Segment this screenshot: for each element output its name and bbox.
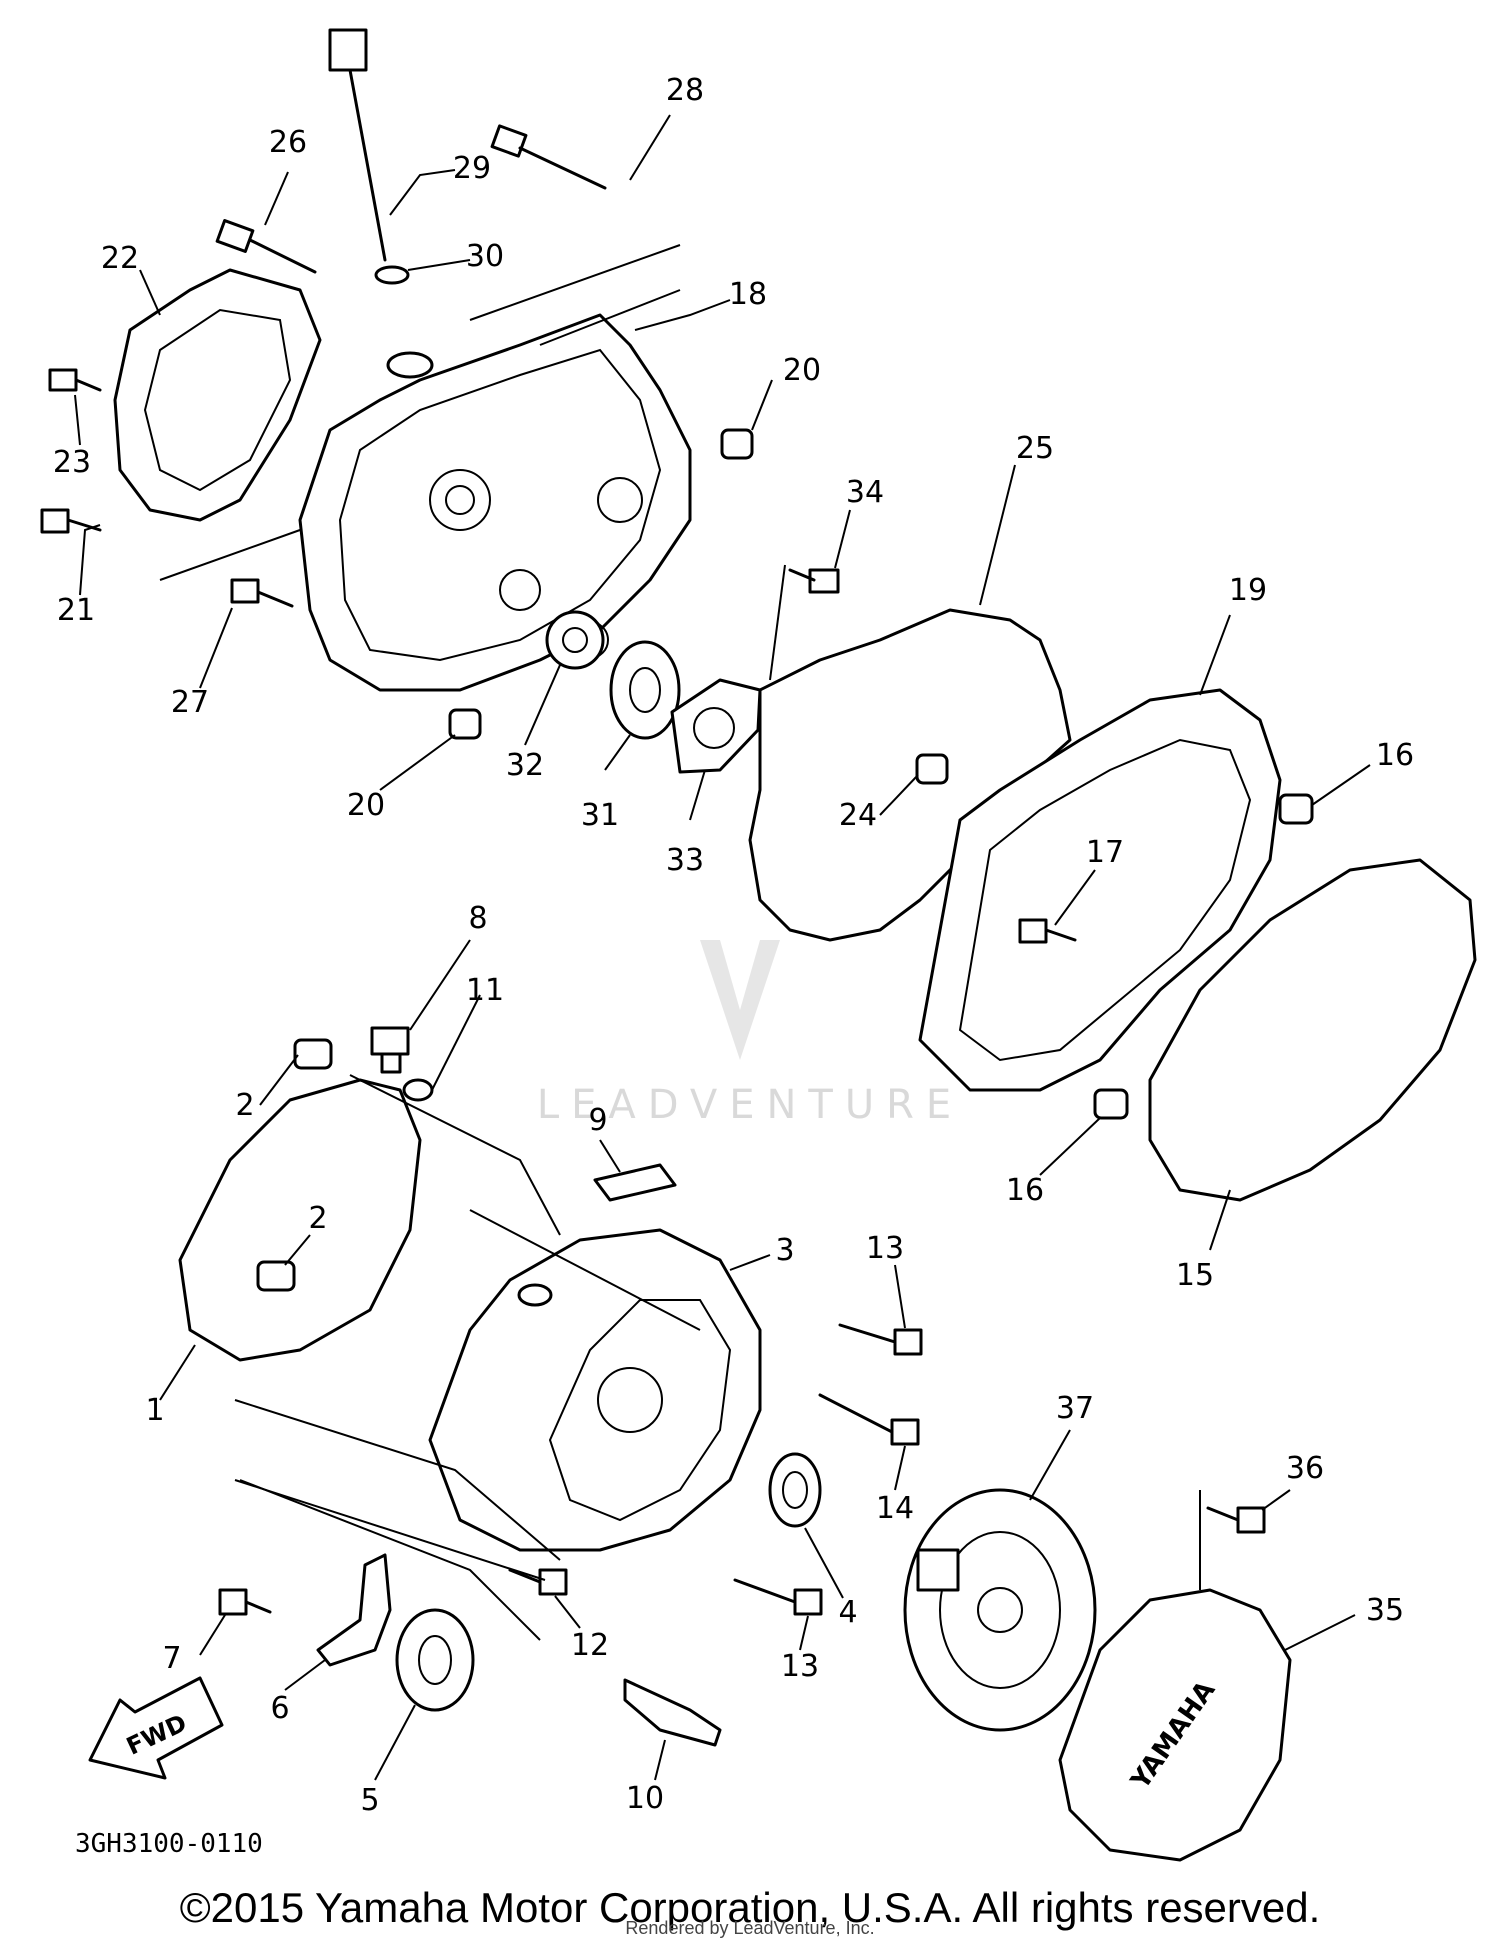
- label-9: [593, 1163, 677, 1202]
- dowel-pin-16-lower: [1093, 1088, 1129, 1120]
- label-5: 5: [360, 1783, 379, 1818]
- bolt-7: [218, 1588, 272, 1616]
- crankcase-19-inner: [958, 738, 1252, 1062]
- label-10: 10: [626, 1781, 664, 1816]
- watermark-text: LEADVENTURE: [537, 1082, 963, 1128]
- gasket-15: [1148, 858, 1477, 1202]
- label-27: 27: [171, 685, 209, 720]
- label-21: 21: [57, 593, 95, 628]
- plug-8: [370, 1026, 410, 1074]
- dowel-pin-20-lower: [448, 708, 482, 740]
- label-12: 12: [571, 1628, 609, 1663]
- part-number-labels: 26 28 29 30 18 20 22 23 21 27 20 32 31 3…: [53, 73, 1414, 1818]
- bolt-13-upper: [838, 1323, 923, 1356]
- label-34: 34: [846, 475, 884, 510]
- label-30: 30: [466, 239, 504, 274]
- dowel-pin-24: [915, 753, 949, 785]
- bolt-26: [215, 219, 317, 274]
- leader-lines: [74, 114, 1371, 1781]
- crankcase-cover-18: [298, 313, 692, 692]
- label-28: 28: [666, 73, 704, 108]
- crankcase-19: [918, 688, 1282, 1092]
- seal-32: [545, 610, 605, 670]
- label-36: 36: [1286, 1451, 1324, 1486]
- label-2-lower: 2: [308, 1201, 327, 1236]
- washer-30: [374, 265, 410, 285]
- gasket-1: [178, 1078, 422, 1362]
- copyright-notice: ©2015 Yamaha Motor Corporation, U.S.A. A…: [179, 1884, 1321, 1931]
- label-3: 3: [775, 1233, 794, 1268]
- oil-seal-4: [768, 1452, 822, 1528]
- bolt-17: [1018, 918, 1077, 944]
- bearing-31: [609, 640, 681, 740]
- bolt-12: [508, 1568, 568, 1596]
- label-32: 32: [506, 748, 544, 783]
- bolt-27: [230, 578, 294, 608]
- bracket-10: [623, 1678, 722, 1747]
- bearing-5: [395, 1608, 475, 1712]
- label-29: 29: [453, 151, 491, 186]
- label-17: 17: [1086, 835, 1124, 870]
- label-15: 15: [1176, 1258, 1214, 1293]
- label-13-upper: 13: [866, 1231, 904, 1266]
- bolt-21: [40, 508, 102, 534]
- cover-plate-22-inner: [143, 308, 292, 492]
- label-9: 9: [588, 1103, 607, 1138]
- dowel-pin-20-upper: [720, 428, 754, 460]
- label-25: 25: [1016, 431, 1054, 466]
- generator-cover-35: YAMAHA: [1058, 1588, 1292, 1862]
- bolt-28: [490, 124, 607, 190]
- guide-6: [316, 1553, 392, 1667]
- label-13-lower: 13: [781, 1649, 819, 1684]
- label-11: 11: [466, 973, 504, 1008]
- forward-arrow: FWD: [88, 1676, 224, 1780]
- cover-plate-22: [113, 268, 322, 522]
- rotor-37: [903, 1488, 1097, 1732]
- label-20-upper: 20: [783, 353, 821, 388]
- leadventure-watermark: LEADVENTURE: [537, 940, 963, 1128]
- plate-33: [670, 678, 762, 774]
- label-8: 8: [468, 901, 487, 936]
- label-7: 7: [162, 1641, 181, 1676]
- crankcase-cover-3: [428, 1228, 762, 1552]
- label-20-lower: 20: [347, 788, 385, 823]
- drawing-code: 3GH3100-0110: [75, 1829, 263, 1859]
- label-37: 37: [1056, 1391, 1094, 1426]
- label-4: 4: [838, 1595, 857, 1630]
- label-31: 31: [581, 798, 619, 833]
- bolt-36: [1206, 1506, 1266, 1534]
- dowel-pin-2-lower: [256, 1260, 296, 1292]
- crankcase-cover-3-inner: [548, 1299, 732, 1522]
- dowel-pin-2-upper: [293, 1038, 333, 1070]
- label-24: 24: [839, 798, 877, 833]
- label-22: 22: [101, 241, 139, 276]
- crankcase-cover-3-plug-boss: [517, 1283, 553, 1307]
- oil-dipstick-29: [328, 28, 387, 262]
- crankcase-cover-3-hub: [597, 1367, 663, 1433]
- label-26: 26: [269, 125, 307, 160]
- dowel-pin-16-upper: [1278, 793, 1314, 825]
- label-16-lower: 16: [1006, 1173, 1044, 1208]
- label-23: 23: [53, 445, 91, 480]
- label-19: 19: [1229, 573, 1267, 608]
- render-credit: Rendered by LeadVenture, Inc.: [625, 1918, 875, 1938]
- label-18: 18: [729, 277, 767, 312]
- label-16-upper: 16: [1376, 738, 1414, 773]
- label-1: 1: [145, 1393, 164, 1428]
- bolt-23: [48, 368, 102, 392]
- o-ring-11: [402, 1078, 434, 1102]
- screw-34: [788, 568, 840, 594]
- label-2-upper: 2: [235, 1088, 254, 1123]
- label-35: 35: [1366, 1593, 1404, 1628]
- label-33: 33: [666, 843, 704, 878]
- bolt-13-lower: [733, 1578, 823, 1616]
- label-14: 14: [876, 1491, 914, 1526]
- label-6: 6: [270, 1691, 289, 1726]
- bolt-14: [818, 1393, 920, 1446]
